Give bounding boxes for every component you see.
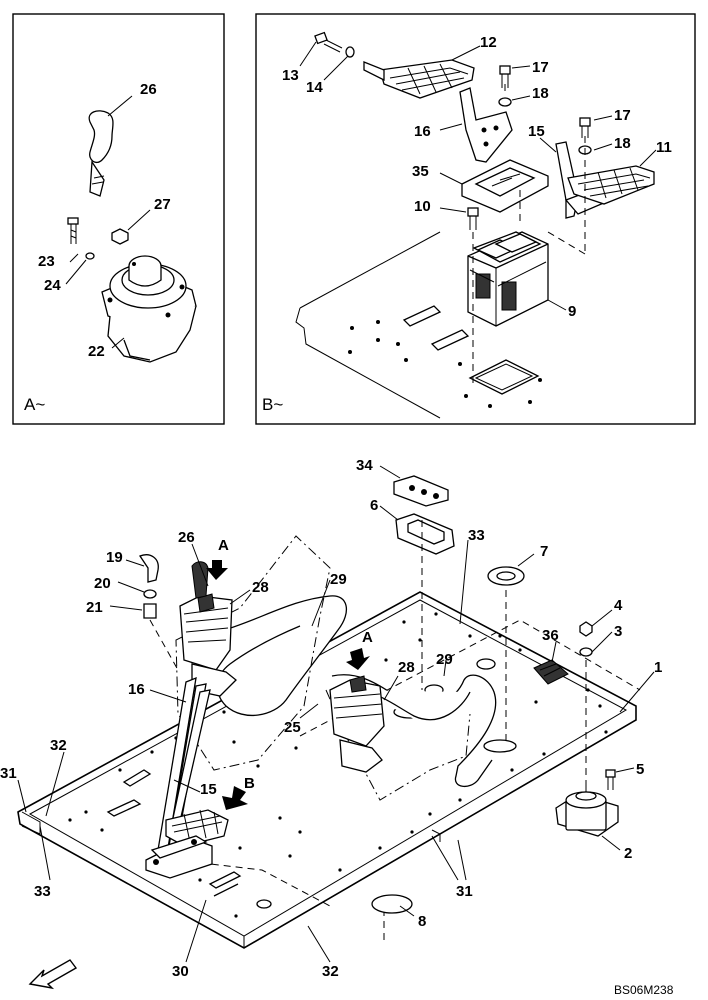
label-16-main: 16 [128,681,145,698]
label-18-upper: 18 [532,85,549,102]
part-4-nut [579,621,593,637]
label-31-right: 31 [456,883,473,900]
label-11: 11 [656,139,672,156]
part-20-nut [143,589,157,599]
part-12-pedal [363,59,475,99]
label-18-lower: 18 [614,135,631,152]
label-28-right: 28 [398,659,415,676]
part-10-bolt [467,207,479,230]
label-31-left: 31 [0,765,17,782]
label-17-lower: 17 [614,107,631,124]
label-6: 6 [370,497,378,514]
label-24: 24 [44,277,61,294]
detail-view-a: A~ [12,13,225,425]
part-7-grommet [487,566,525,586]
part-13-bolt [314,31,343,53]
label-2: 2 [624,845,632,862]
part-16-bracket [459,87,513,163]
label-25: 25 [284,719,301,736]
label-27: 27 [154,196,171,213]
part-labels: 26 27 23 24 22 12 13 14 17 18 16 15 17 1… [0,34,674,997]
part-3-washer [579,647,593,657]
view-label-a: A~ [24,395,45,414]
part-24-washer [85,252,95,260]
part-27-nut [111,228,129,245]
part-26-knob [191,561,209,599]
label-34: 34 [356,457,373,474]
part-5-bolt [605,769,616,790]
part-26-lever-knob [88,110,114,197]
label-7: 7 [540,543,548,560]
callout-a-lower: A [362,629,373,646]
leader-lines [17,539,655,963]
part-9-travel-valve [467,231,549,327]
part-22-pilot-valve [101,255,197,363]
detail-view-b: B~ [255,13,696,425]
label-10: 10 [414,198,431,215]
part-11-pedal [567,165,655,205]
part-8-cover [371,894,413,914]
label-35: 35 [412,163,429,180]
label-33-bottom: 33 [34,883,51,900]
part-17-bolt-lower [579,117,591,138]
label-3: 3 [614,623,622,640]
label-8: 8 [418,913,426,930]
label-29-upper: 29 [330,571,347,588]
label-26-a: 26 [140,81,157,98]
label-21: 21 [86,599,103,616]
label-1: 1 [654,659,662,676]
label-29-lower: 29 [436,651,453,668]
label-26-main: 26 [178,529,195,546]
direction-arrow [28,959,78,990]
floor-panel-outline [295,307,441,419]
part-19-knob [139,554,159,583]
label-14: 14 [306,79,323,96]
label-33-top: 33 [468,527,485,544]
part-29-hose [216,595,497,787]
part-14-washer [345,46,355,58]
label-30: 30 [172,963,189,980]
label-32-bottom: 32 [322,963,339,980]
part-34-plate [393,475,449,507]
part-18-washer-upper [498,97,512,107]
callout-arrow-a-lower [346,648,370,670]
callout-arrow-b [222,786,248,810]
label-16-b: 16 [414,123,431,140]
main-assembly: A A B [17,465,641,990]
part-21-sleeve [143,603,157,619]
part-6-seal [395,513,455,555]
label-23: 23 [38,253,55,270]
part-35-boot [461,159,549,213]
label-15-b: 15 [528,123,545,140]
label-12: 12 [480,34,497,51]
label-15-main: 15 [200,781,217,798]
callout-b: B [244,775,255,792]
label-5: 5 [636,761,644,778]
label-4: 4 [614,597,623,614]
label-19: 19 [106,549,123,566]
part-28-joystick-right [329,675,385,773]
drawing-code: BS06M238 [614,983,674,997]
pedal-assembly-bottom [145,809,229,879]
part-23-bolt [67,217,79,244]
label-20: 20 [94,575,111,592]
label-36: 36 [542,627,559,644]
detail-a-frame [12,13,225,425]
view-label-b: B~ [262,395,283,414]
callout-arrow-a-upper [206,560,228,580]
callout-a-upper: A [218,537,229,554]
label-32-top: 32 [50,737,67,754]
part-36-pad [533,659,569,685]
label-17-upper: 17 [532,59,549,76]
detail-b-frame [255,13,696,425]
label-13: 13 [282,67,299,84]
part-17-bolt-upper [499,65,511,88]
part-2-motor [555,780,619,837]
label-22: 22 [88,343,105,360]
label-9: 9 [568,303,576,320]
label-28-left: 28 [252,579,269,596]
